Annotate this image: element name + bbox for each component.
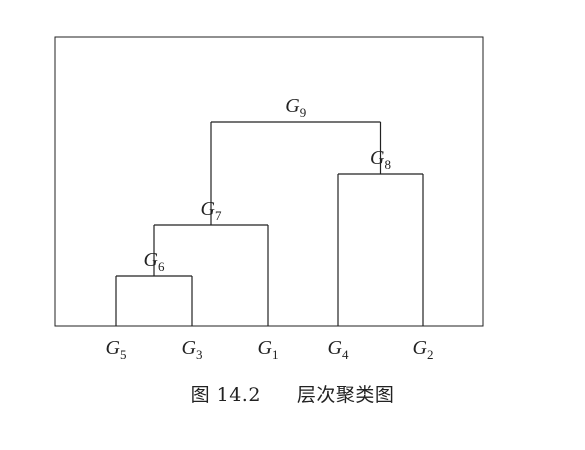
leaf-labels: G5 G3 G1 G4 G2 [106,337,434,362]
merge-label-g7: G7 [201,198,222,223]
plot-frame [54,36,484,327]
merge-labels: G6 G7 G8 G9 [144,95,391,274]
leaf-label-g5: G5 [106,337,127,362]
merge-label-g8: G8 [370,147,391,172]
leaf-label-g2: G2 [413,337,434,362]
merge-label-g9: G9 [285,95,306,120]
figure-number: 图 14.2 [190,384,261,406]
figure-title: 层次聚类图 [296,384,395,406]
leaf-label-g4: G4 [328,337,349,362]
dendrogram-links [115,121,424,326]
figure-caption: 图 14.2 层次聚类图 [0,380,585,407]
leaf-label-g3: G3 [182,337,203,362]
leaf-label-g1: G1 [258,337,279,362]
merge-label-g6: G6 [144,249,165,274]
